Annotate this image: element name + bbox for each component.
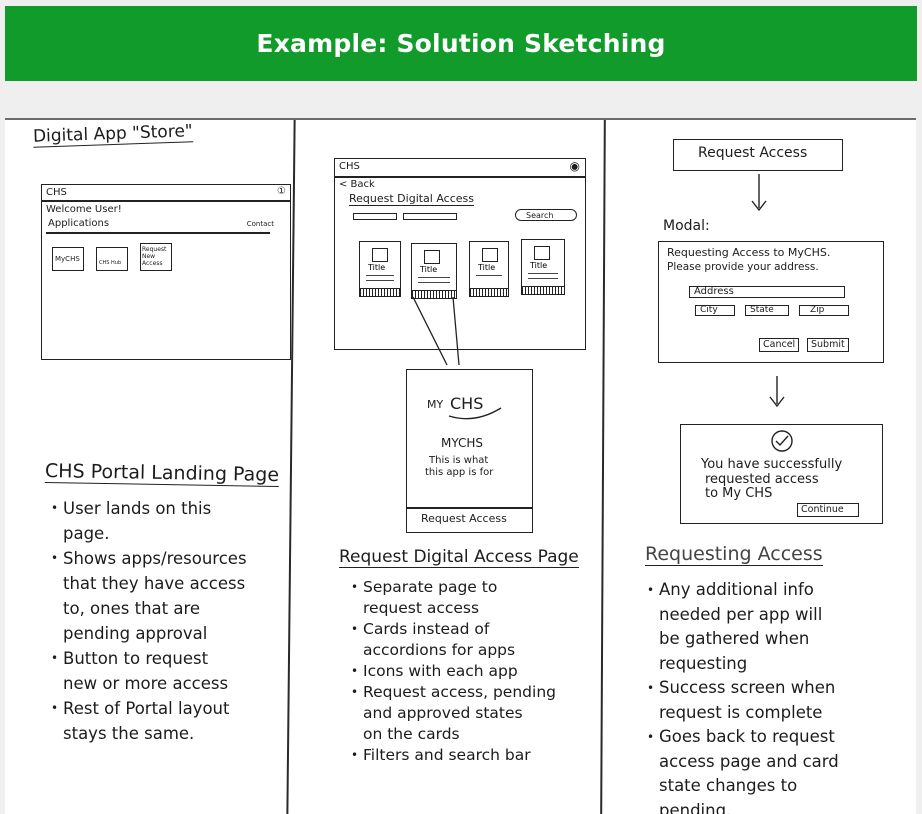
logo-swoosh [445,396,505,422]
request-access-button: Request Access [421,512,507,525]
wire-section-line [46,232,270,234]
modal-label: Modal: [663,218,710,234]
address-field: Address [689,286,845,298]
bullet-item: Goes back to request [647,725,839,750]
user-icon: ◉ [570,159,580,173]
bullet-item: Success screen when [647,676,839,701]
bullet-item: Rest of Portal layout [51,696,247,721]
col2-bullets: Separate page to request access Cards in… [351,577,556,766]
modal-line-2: Please provide your address. [667,261,819,273]
wire2-app-name: CHS [339,161,360,172]
search-bar: Search [515,209,577,221]
cancel-button: Cancel [759,338,799,352]
mychs-logo: MY [427,398,443,411]
filter-dropdown-1 [353,213,397,220]
bullet-item: Request access, pending [351,682,556,703]
bullet-item: Separate page to [351,577,556,598]
success-line-2: requested access [705,472,819,487]
bullet-item: Cards instead of [351,619,556,640]
bullet-item: Filters and search bar [351,745,556,766]
bullet-item: User lands on this [51,496,247,521]
col3-notes-title: Requesting Access [645,543,823,566]
card-connector [405,295,475,367]
sketch-paper: Digital App "Store" CHS ① Welcome User! … [5,118,916,814]
filter-dropdown-2 [403,213,457,220]
modal-wireframe: Requesting Access to MyCHS. Please provi… [658,241,884,363]
col1-heading: Digital App "Store" [33,121,193,148]
flow-arrow-2 [765,376,789,410]
state-field: State [745,305,789,316]
request-access-sketch-button: Request Access [673,139,843,171]
modal-line-1: Requesting Access to MyCHS. [667,246,830,259]
bullet-item: Icons with each app [351,661,556,682]
app-card-2: Title [411,243,457,299]
success-line-1: You have successfully [701,457,842,472]
wire2-header-line [335,176,585,178]
continue-button: Continue [797,503,859,517]
col3-bullets: Any additional info needed per app will … [647,578,839,814]
user-icon: ① [277,186,286,197]
app-tile-mychs: MyCHS [52,247,84,271]
submit-button: Submit [807,338,849,352]
col2-notes-title: Request Digital Access Page [339,547,579,568]
check-circle-icon [769,429,795,453]
bullet-item: Button to request [51,646,247,671]
wire-app-name: CHS [46,187,67,198]
app-desc-1: This is what [429,455,488,466]
app-card-3: Title [469,241,509,297]
col1-notes-title: CHS Portal Landing Page [45,460,279,487]
app-name: MYCHS [441,436,483,450]
bullet-item: Any additional info [647,578,839,603]
wire-applications: Applications [48,218,109,229]
city-field: City [695,305,735,316]
flow-arrow-1 [747,174,771,214]
app-tile-chs-hub: CHS Hub [96,247,128,271]
success-line-3: to My CHS [705,486,772,501]
column-divider-2 [600,120,605,814]
zip-field: Zip [799,305,849,316]
wire-header-line [42,200,290,202]
detail-divider [407,507,532,509]
wire-welcome: Welcome User! [46,204,122,215]
wire2-title: Request Digital Access [349,192,474,206]
banner-title: Example: Solution Sketching [256,29,665,58]
back-link: < Back [339,179,375,190]
app-card-1: Title [359,241,401,297]
col1-bullets: User lands on this page. Shows apps/reso… [51,496,247,746]
app-detail-card: MY CHS MYCHS This is what this app is fo… [406,369,533,533]
app-card-4: Title [521,239,565,295]
success-wireframe: You have successfully requested access t… [680,424,883,524]
bullet-item: Shows apps/resources [51,546,247,571]
title-banner: Example: Solution Sketching [5,6,917,81]
wire-contact: Contact [247,220,274,228]
app-tile-request-new-access: Request New Access [140,243,172,271]
landing-wireframe: CHS ① Welcome User! Applications Contact… [41,184,291,360]
app-desc-2: this app is for [425,467,493,478]
